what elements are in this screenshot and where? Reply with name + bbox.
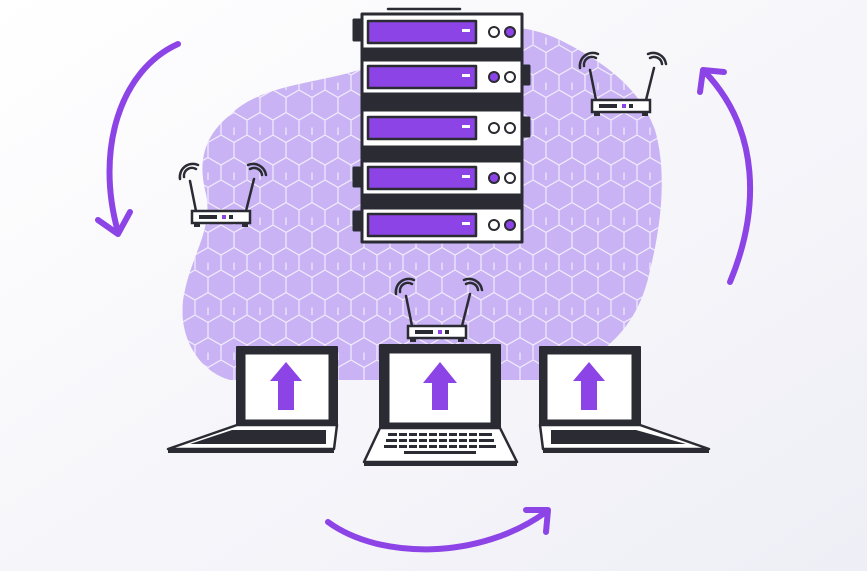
wifi-router-icon	[578, 51, 668, 116]
wifi-router-icon	[178, 162, 268, 227]
arrowhead-left	[95, 209, 133, 237]
wifi-router-icon	[394, 277, 484, 342]
laptop-icon	[362, 344, 519, 466]
server-rack-icon	[352, 7, 531, 244]
circular-arrow-icon	[325, 509, 549, 553]
circular-arrow-icon	[106, 41, 181, 235]
arrowhead-bottom	[523, 507, 551, 535]
arrowhead-right	[697, 67, 727, 95]
circular-arrow-icon	[702, 69, 754, 285]
upload-arrow-icon	[423, 362, 457, 410]
cycle-arrows	[95, 41, 754, 553]
laptop-icon	[166, 346, 339, 453]
upload-arrow-icon	[270, 362, 302, 410]
laptop-icon	[538, 346, 711, 453]
upload-arrow-icon	[573, 362, 605, 410]
